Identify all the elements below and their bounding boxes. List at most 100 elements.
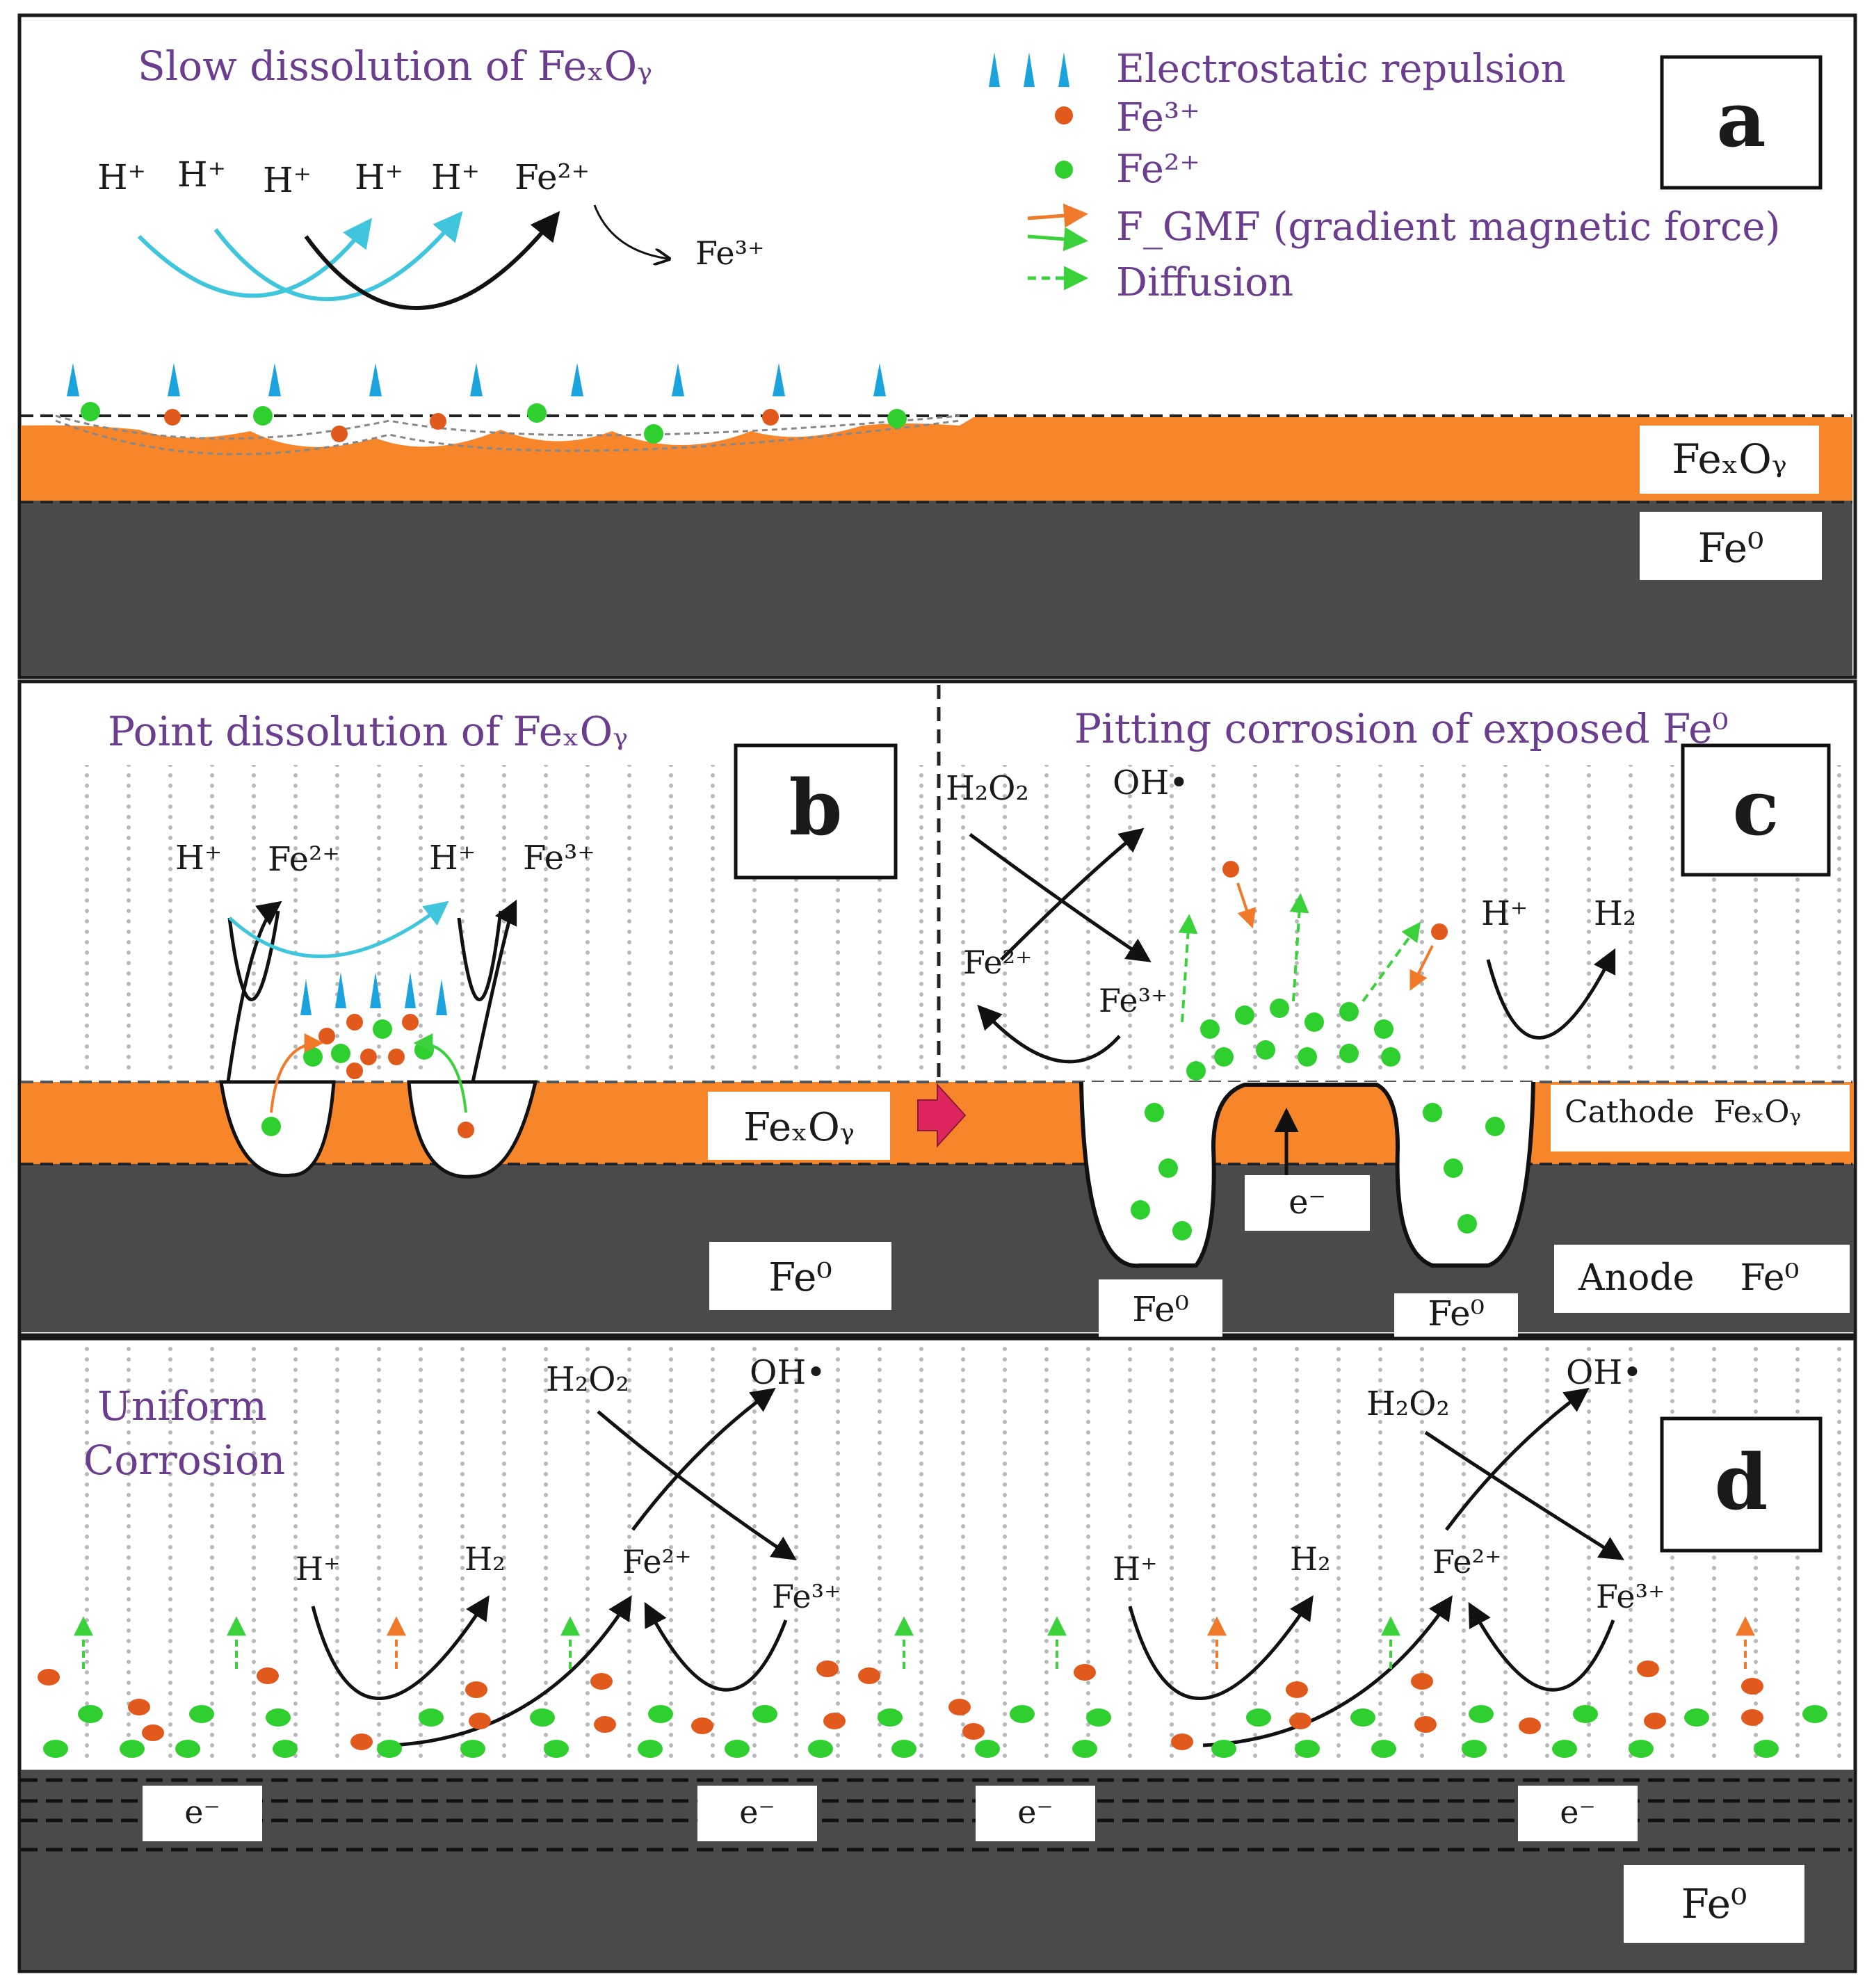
panel-b-ions [261,1014,474,1138]
up-arrow-icon [405,972,416,1008]
fenton-arrow [1000,827,1145,961]
panel-b-repulsion [300,972,447,1015]
h2-evolution-arrow [311,1595,490,1700]
cathode-label-box [1551,1085,1850,1151]
h-ion-arrow [213,211,463,302]
panel-a-ion-4: H⁺ [355,157,403,197]
diffusion-arrow [1289,893,1309,1002]
panel-b-oxide-box [708,1092,890,1160]
panel-a-title: Slow dissolution of FeₓOᵧ [138,42,652,90]
panel-b-letter: b [789,763,843,852]
panel-bc: Point dissolution of FeₓOᵧ b H⁺ Fe²⁺ H⁺ … [17,679,1857,1363]
panel-b-letter-box [734,743,898,880]
up-arrow-icon [873,363,886,396]
fe3-reduction-arrow [977,1004,1121,1064]
panel-c-oh: OH• [1113,763,1189,802]
legend-gmf-label: F_GMF (gradient magnetic force) [1116,204,1780,250]
up-arrow-icon [436,979,447,1015]
fe3-escape-arrow [471,899,517,1083]
panel-b-ion-h2: H⁺ [429,839,476,878]
panel-d-diffusion-arrows [74,1616,1755,1669]
panel-a-ion-5: H⁺ [431,157,480,197]
fe2-release-arrow [389,1595,632,1747]
electron-box [1518,1786,1638,1841]
electron-box [697,1786,817,1841]
fe3-reduction-arrow [1468,1601,1615,1692]
panel-d-metal-label: Fe⁰ [1681,1880,1747,1928]
panel-b-metal-label: Fe⁰ [768,1255,832,1300]
fe2-ion [644,424,663,444]
panel-d-h2-right: H₂ [1290,1540,1331,1578]
progression-arrow-icon [917,1083,967,1148]
panel-a-letter: a [1716,74,1766,164]
up-arrow-icon [470,363,483,396]
panel-d-h2o2-right: H₂O₂ [1366,1384,1450,1423]
up-arrow-icon [370,972,381,1008]
h2-evolution-arrow [1128,1595,1314,1700]
panel-c-title: Pitting corrosion of exposed Fe⁰ [1074,705,1729,752]
dissolution-front [55,414,960,440]
up-arrow-icon [989,52,1000,87]
solution-dotted-background [76,1345,1843,1763]
panel-d-electron-4: e⁻ [1560,1793,1596,1831]
h-ion-arrow [137,218,373,298]
panel-c-fe0-right: Fe⁰ [1428,1293,1485,1334]
gmf-arrow [1236,882,1257,929]
panel-d-electron-2: e⁻ [739,1793,775,1831]
panel-c-h2o2: H₂O₂ [946,769,1029,808]
panel-c-cathode-label: Cathode FeₓOᵧ [1565,1094,1801,1130]
panel-d-hplus-left: H⁺ [296,1550,340,1587]
panel-d-h2-left: H₂ [465,1540,506,1578]
panel-d-letter: d [1715,1437,1768,1527]
panel-d-fe3-left: Fe³⁺ [772,1578,841,1615]
panel-a-letter-box [1660,55,1823,190]
gmf-arrow [1409,945,1434,992]
fe2-release-arrow [1202,1595,1453,1747]
fe2-ion [253,406,273,426]
panel-d-fe2-right: Fe²⁺ [1432,1543,1501,1581]
up-arrow-icon [773,363,785,396]
panel-a-ion-fe2: Fe²⁺ [515,157,590,197]
fenton-arrow [631,1387,776,1531]
solution-dotted-background [76,765,1843,1071]
dissolution-front [55,419,960,455]
panel-b-ion-fe2: Fe²⁺ [268,840,340,879]
panel-d-h2o2-left: H₂O₂ [546,1360,629,1399]
fe3-ion [430,413,446,430]
fe3-reduction-arrow [644,1601,788,1692]
panel-d-oh-left: OH• [750,1353,826,1392]
fe3-ion [164,409,181,426]
panel-c-ions [1131,861,1505,1241]
legend-fe2-label: Fe²⁺ [1116,147,1200,192]
panel-d-title-line2: Corrosion [83,1437,285,1484]
fe2-release-arrow [304,211,560,310]
gmf-arrow [413,1033,467,1113]
up-arrow-icon [369,363,382,396]
up-arrow-icon [672,363,684,396]
up-arrow-icon [268,363,281,396]
fe2-ion [81,402,100,421]
fe2-ion [887,409,907,428]
panel-c-hplus: H⁺ [1481,894,1528,933]
legend-repulsion-icon [989,52,1069,87]
panel-a: Slow dissolution of FeₓOᵧ a H⁺ H⁺ H⁺ H⁺ … [17,13,1857,679]
metal-layer [21,501,1852,676]
h-ion-path [227,910,280,1001]
fenton-arrow [597,1410,797,1560]
panel-d-title-line1: Uniform [97,1382,267,1430]
panel-a-oxide-label: FeₓOᵧ [1672,435,1786,483]
panel-b-metal-box [709,1242,891,1310]
h-ion-path [457,910,503,1001]
panel-b-ion-h1: H⁺ [175,839,222,878]
hydrogen-evolution-arrow [1486,948,1616,1040]
orange-green-arrow-icon [1027,203,1088,252]
oxidation-arrow [593,204,668,259]
pitting-cavities [1079,1081,1535,1268]
panel-b-oxide-label: FeₓOᵧ [743,1105,855,1150]
panel-c-anode-label: Anode Fe⁰ [1578,1257,1799,1299]
diffusion-arrow [1178,914,1198,1023]
fe3-ion [762,409,779,426]
metal-layer [21,1164,1854,1332]
panel-c-letter: c [1733,763,1779,852]
